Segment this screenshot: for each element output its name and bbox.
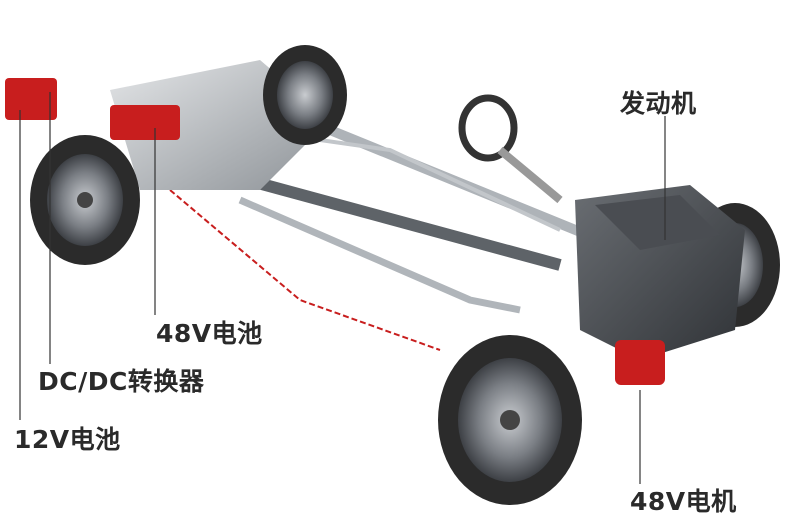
- wheel-rear-right: [263, 45, 347, 145]
- label-battery-48v: 48V电池: [156, 319, 263, 348]
- motor-48v-shape: [615, 340, 665, 385]
- wheel-rear-left: [30, 135, 140, 265]
- steering-wheel: [458, 94, 518, 162]
- battery-48v-shape: [110, 105, 180, 140]
- steering-column: [497, 146, 563, 204]
- label-engine: 发动机: [620, 89, 697, 118]
- leader-lines: [19, 92, 666, 484]
- wheel-front-left: [438, 335, 582, 505]
- label-dcdc-converter: DC/DC转换器: [38, 367, 205, 396]
- label-battery-12v: 12V电池: [14, 425, 121, 454]
- battery-12v-shape: [5, 78, 57, 120]
- label-motor-48v: 48V电机: [630, 487, 737, 516]
- engine-cover: [595, 195, 720, 250]
